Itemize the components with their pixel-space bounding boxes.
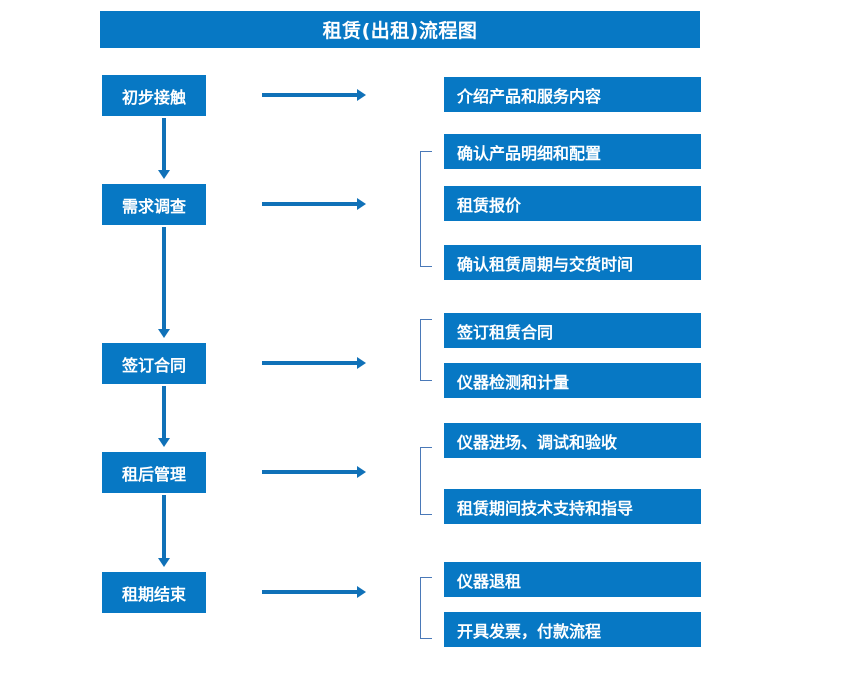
group-bracket-icon-4: [420, 577, 432, 639]
right-arrow-icon-1: [262, 88, 366, 102]
detail-box-4[interactable]: 确认租赁周期与交货时间: [444, 245, 701, 280]
detail-box-2[interactable]: 确认产品明细和配置: [444, 134, 701, 169]
right-arrow-icon-3: [262, 356, 366, 370]
down-arrow-icon-2: [157, 227, 171, 339]
down-arrow-icon-4: [157, 495, 171, 568]
group-bracket-icon-2: [420, 319, 432, 381]
page-title: 租赁(出租)流程图: [100, 11, 700, 48]
right-arrow-icon-4: [262, 465, 366, 479]
detail-box-8[interactable]: 租赁期间技术支持和指导: [444, 489, 701, 524]
stage-box-3[interactable]: 签订合同: [102, 343, 206, 384]
detail-box-10[interactable]: 开具发票，付款流程: [444, 612, 701, 647]
detail-box-6[interactable]: 仪器检测和计量: [444, 363, 701, 398]
detail-box-3[interactable]: 租赁报价: [444, 186, 701, 221]
detail-box-5[interactable]: 签订租赁合同: [444, 313, 701, 348]
group-bracket-icon-1: [420, 151, 432, 267]
stage-box-5[interactable]: 租期结束: [102, 572, 206, 613]
right-arrow-icon-2: [262, 197, 366, 211]
down-arrow-icon-1: [157, 118, 171, 180]
stage-box-1[interactable]: 初步接触: [102, 75, 206, 116]
stage-box-4[interactable]: 租后管理: [102, 452, 206, 493]
detail-box-7[interactable]: 仪器进场、调试和验收: [444, 423, 701, 458]
right-arrow-icon-5: [262, 585, 366, 599]
down-arrow-icon-3: [157, 386, 171, 448]
detail-box-1[interactable]: 介绍产品和服务内容: [444, 77, 701, 112]
group-bracket-icon-3: [420, 447, 432, 515]
detail-box-9[interactable]: 仪器退租: [444, 562, 701, 597]
stage-box-2[interactable]: 需求调查: [102, 184, 206, 225]
